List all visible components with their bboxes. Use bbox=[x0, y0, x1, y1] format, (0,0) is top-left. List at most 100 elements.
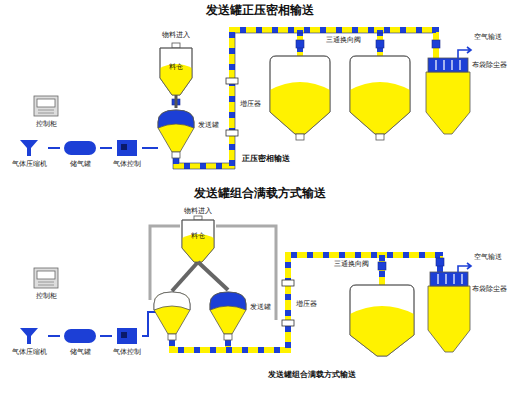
feed-silo bbox=[160, 48, 192, 95]
bypass-frame bbox=[150, 226, 276, 320]
receiving-silo bbox=[296, 134, 304, 140]
node-label: 气体控制 bbox=[113, 160, 141, 168]
control-cabinet-icon bbox=[37, 99, 55, 107]
bypass-frame bbox=[150, 226, 276, 320]
receiving-silo bbox=[350, 285, 414, 356]
sending-tank bbox=[154, 292, 190, 310]
part-label: 物料进入 bbox=[184, 207, 212, 215]
compressor-icon bbox=[20, 140, 38, 156]
pipe-outline bbox=[173, 33, 433, 169]
conveying-pipe bbox=[176, 30, 436, 166]
gas-control: 气体控制 bbox=[112, 326, 142, 358]
valve-symbol bbox=[436, 258, 444, 266]
node-label: 控制柜 bbox=[36, 120, 57, 128]
sending-tank bbox=[158, 110, 194, 152]
pipe-connector bbox=[175, 95, 178, 108]
receiving-silo bbox=[350, 306, 414, 356]
air-tank-icon bbox=[64, 141, 96, 343]
pipe-connector bbox=[100, 147, 112, 149]
node-label-line: 储气罐 bbox=[60, 339, 100, 358]
receiving-silo bbox=[350, 82, 410, 134]
pipe-outline bbox=[173, 33, 433, 169]
booster-symbol bbox=[282, 320, 294, 326]
receiving-silo bbox=[350, 56, 410, 134]
part-label: 空气输送 bbox=[474, 34, 502, 42]
gas-control-icon bbox=[121, 332, 127, 338]
gas-compressor: 气体压缩机 bbox=[10, 138, 48, 170]
receiving-silo bbox=[270, 82, 330, 134]
valve-symbol bbox=[296, 40, 304, 48]
receiving-silo bbox=[270, 56, 330, 134]
gas-control-icon bbox=[117, 140, 137, 156]
node-text-group: 发送罐 bbox=[250, 294, 271, 313]
node-label-line: 气体压缩机 bbox=[10, 339, 48, 358]
node-label-line: 控制柜 bbox=[28, 111, 64, 130]
node-label: 气体控制 bbox=[113, 348, 141, 356]
sending-tank: 发送罐 bbox=[210, 290, 246, 334]
dust-filter-silo bbox=[426, 72, 470, 134]
node-text-group: 气体控制 bbox=[112, 339, 142, 358]
node-label-line: 料仓 bbox=[160, 54, 192, 73]
gas-control-icon bbox=[121, 144, 127, 150]
part-label: 空气输送 bbox=[474, 254, 502, 262]
node-label-line: 气体控制 bbox=[112, 151, 142, 170]
node-label-line: 控制柜 bbox=[28, 283, 64, 302]
sending-tank bbox=[168, 334, 176, 340]
node-text-group: 料仓 bbox=[160, 48, 192, 73]
part-label: 发送罐组合满载方式输送 bbox=[194, 186, 326, 200]
valve-symbol bbox=[432, 40, 440, 48]
node-label: 储气罐 bbox=[70, 348, 91, 356]
pipe-connector bbox=[198, 262, 228, 290]
pipe-connector bbox=[48, 147, 60, 149]
dust-filter-silo bbox=[458, 263, 471, 272]
dust-filter-silo bbox=[428, 58, 468, 72]
node-label-line: 气体控制 bbox=[112, 339, 142, 358]
feed-silo bbox=[182, 220, 214, 262]
node-label-line: 发送罐 bbox=[198, 112, 219, 131]
air-tank: 储气罐 bbox=[60, 138, 100, 170]
node-text-group: 控制柜 bbox=[28, 283, 64, 302]
control-cabinet: 控制柜 bbox=[28, 266, 64, 302]
node-label: 气体压缩机 bbox=[12, 160, 47, 168]
dust-filter-silo bbox=[426, 47, 471, 352]
receiving-silo bbox=[350, 285, 414, 356]
node-text-group: 气体控制 bbox=[112, 151, 142, 170]
air-line bbox=[142, 312, 156, 336]
conveying-pipe bbox=[176, 30, 436, 166]
feed-chute bbox=[172, 262, 198, 291]
receiving-silo bbox=[270, 56, 330, 134]
compressor-icon bbox=[20, 328, 38, 344]
sending-tank bbox=[210, 292, 246, 310]
dust-filter-silo bbox=[436, 60, 460, 70]
node-label: 气体压缩机 bbox=[12, 348, 47, 356]
node-label: 发送罐 bbox=[198, 121, 219, 129]
sending-tank bbox=[154, 292, 190, 334]
control-cabinet-icon bbox=[38, 110, 54, 113]
booster-symbol bbox=[226, 78, 238, 84]
node-label: 料仓 bbox=[191, 232, 205, 240]
air-line bbox=[142, 312, 156, 336]
feed-silo bbox=[182, 220, 214, 262]
receiving-silo bbox=[376, 134, 384, 140]
control-cabinet: 控制柜 bbox=[28, 94, 64, 130]
receiving-silo bbox=[270, 56, 414, 356]
node-text-group: 气体压缩机 bbox=[10, 339, 48, 358]
feed-silo bbox=[160, 64, 192, 95]
node-text-group: 发送罐 bbox=[198, 112, 219, 131]
gas-control-icon bbox=[117, 140, 137, 344]
dust-filter-silo bbox=[430, 272, 468, 286]
sending-tank bbox=[172, 152, 180, 158]
control-cabinet-icon bbox=[34, 96, 58, 288]
node-text-group: 料仓 bbox=[182, 220, 214, 242]
control-cabinet-icon bbox=[38, 282, 54, 285]
node-label: 发送罐 bbox=[250, 303, 271, 311]
node-text-group: 储气罐 bbox=[60, 339, 100, 358]
dust-filter-silo bbox=[458, 47, 471, 58]
valve-symbol bbox=[172, 40, 444, 270]
control-cabinet-icon bbox=[37, 271, 55, 279]
air-tank: 储气罐 bbox=[60, 326, 100, 358]
air-tank-icon bbox=[64, 141, 96, 155]
valve-symbol bbox=[378, 262, 386, 270]
